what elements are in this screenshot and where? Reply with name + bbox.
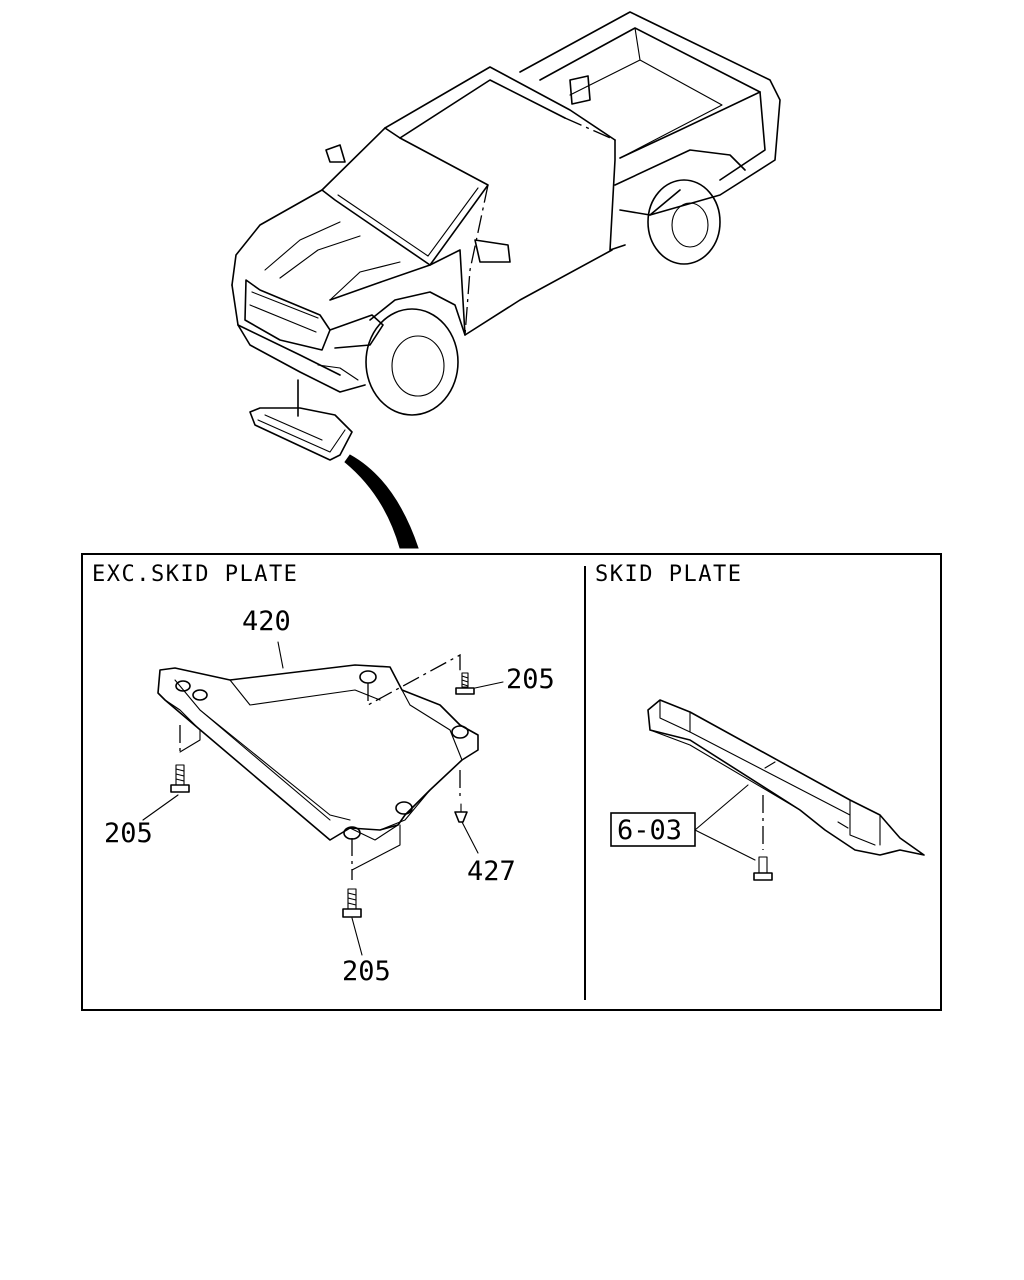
leader-603-lower xyxy=(694,829,756,861)
left-panel-title: EXC.SKID PLATE xyxy=(92,562,298,587)
detail-frame xyxy=(81,553,942,1011)
leader-603-upper xyxy=(694,784,749,831)
skid-plate-part xyxy=(647,699,925,856)
callout-427: 427 xyxy=(467,856,516,887)
undercover-locator-thumbnail xyxy=(249,407,353,461)
reference-box-603 xyxy=(610,812,696,847)
mount-line-top xyxy=(367,653,461,707)
leader-205-top xyxy=(474,681,504,689)
callout-205-bottom: 205 xyxy=(342,956,391,987)
bolt-skid-plate xyxy=(753,856,773,881)
callout-205-left: 205 xyxy=(104,818,153,849)
bolt-205-left xyxy=(170,764,190,793)
undercover-part-420 xyxy=(157,664,479,841)
leader-205-left xyxy=(142,794,179,821)
clip-427 xyxy=(454,803,468,823)
right-panel-title: SKID PLATE xyxy=(595,562,742,587)
detail-pointer-arrow xyxy=(344,454,419,549)
callout-420: 420 xyxy=(242,606,291,637)
leader-205-bottom xyxy=(351,917,363,956)
leader-427 xyxy=(461,821,479,854)
bolt-205-top xyxy=(455,672,475,695)
leader-bottom-branch xyxy=(351,824,401,871)
pickup-truck-illustration xyxy=(231,11,781,416)
callout-6-03: 6-03 xyxy=(617,815,682,846)
bolt-205-bottom xyxy=(342,888,362,918)
leader-420 xyxy=(277,641,284,669)
callout-205-top: 205 xyxy=(506,664,555,695)
leader-left-branch xyxy=(179,729,201,753)
